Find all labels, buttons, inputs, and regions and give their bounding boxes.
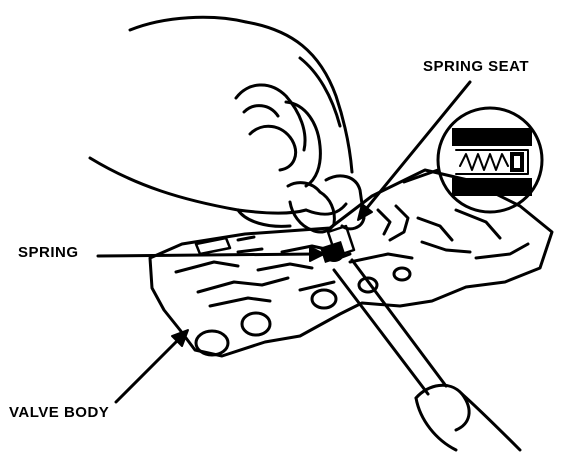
valve-body-drawing xyxy=(148,168,554,358)
valve-body-leader xyxy=(114,334,184,404)
spring-seat-leader xyxy=(360,80,472,216)
spring-leader xyxy=(96,252,318,258)
valve-body-label: VALVE BODY xyxy=(9,404,110,421)
inset-detail xyxy=(402,106,544,214)
hand-drawing xyxy=(88,15,366,234)
spring-label: SPRING xyxy=(18,244,79,261)
spring-seat-label: SPRING SEAT xyxy=(423,58,530,75)
screwdriver-drawing xyxy=(332,258,522,452)
